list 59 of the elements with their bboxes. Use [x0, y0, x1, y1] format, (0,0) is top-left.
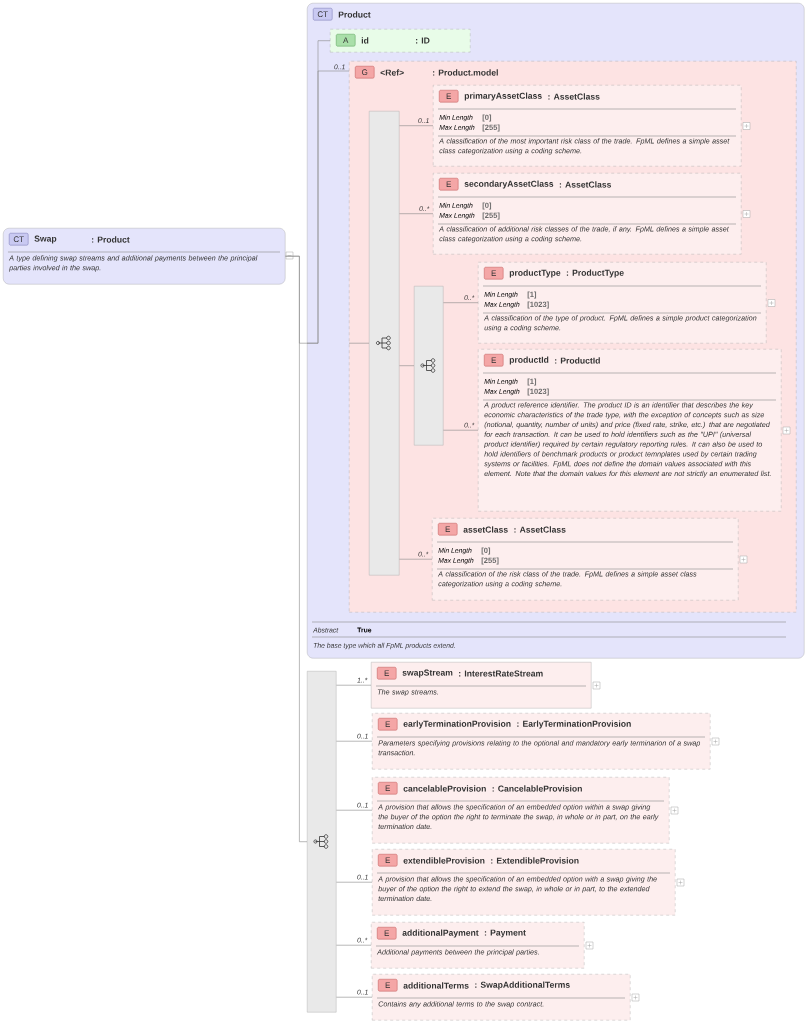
connector-line: [399, 213, 434, 214]
type-name: : AssetClass: [559, 181, 612, 188]
type-badge: E: [439, 90, 459, 103]
connector-line: [336, 996, 373, 998]
type-badge: E: [439, 178, 459, 191]
type-badge: E: [438, 523, 458, 536]
connector-line: [348, 342, 370, 344]
element-name: extendibleProvision: [403, 857, 485, 864]
element-name: secondaryAssetClass: [464, 180, 554, 189]
type-badge: E: [377, 927, 397, 940]
element-name: productId: [509, 356, 549, 365]
type-name: : AssetClass: [514, 526, 566, 533]
type-badge: E: [484, 354, 504, 367]
type-badge: E: [484, 267, 504, 280]
type-badge: G: [355, 66, 375, 79]
connector-line: [336, 809, 373, 811]
element-name: Swap: [34, 235, 57, 244]
type-badge: E: [378, 854, 398, 867]
type-badge: E: [378, 782, 398, 795]
type-name: : AssetClass: [548, 93, 600, 100]
type-name: : Product.model: [433, 69, 498, 76]
type-name: : InterestRateStream: [459, 670, 543, 677]
connector-line: [336, 944, 372, 946]
element-name: <Ref>: [380, 69, 404, 76]
element-name: productType: [509, 269, 561, 278]
element-name: additionalTerms: [403, 982, 469, 989]
element-name: primaryAssetClass: [464, 92, 542, 101]
connector-line: [306, 70, 350, 344]
element-name: earlyTerminationProvision: [403, 720, 511, 729]
type-badge: A: [336, 34, 356, 47]
element-name: cancelableProvision: [403, 785, 486, 792]
element-name: Product: [338, 11, 371, 18]
connector-line: [443, 302, 479, 303]
type-badge: E: [378, 979, 398, 992]
connector-line: [285, 255, 308, 842]
element-name: id: [361, 37, 369, 44]
type-badge: CT: [313, 8, 333, 21]
type-name: : EarlyTerminationProvision: [517, 720, 631, 729]
type-badge: E: [377, 667, 397, 680]
connector-line: [399, 125, 434, 126]
type-name: : SwapAdditionalTerms: [475, 981, 570, 990]
type-name: : CancelableProvision: [492, 785, 582, 792]
type-badge: E: [378, 718, 398, 731]
type-name: : Payment: [484, 929, 526, 938]
connector-line: [443, 429, 479, 431]
connector-line: [399, 558, 433, 560]
type-name: : ProductId: [555, 357, 600, 364]
connector-line: [336, 740, 373, 742]
connector-line: [399, 365, 415, 366]
connector-line: [336, 881, 373, 883]
element-name: swapStream: [402, 669, 453, 678]
element-name: additionalPayment: [402, 929, 479, 938]
type-name: : ID: [416, 37, 430, 44]
element-name: assetClass: [463, 526, 508, 533]
connector-line: [336, 684, 372, 686]
type-badge: CT: [9, 233, 29, 246]
type-name: : Product: [92, 236, 130, 243]
type-name: : ExtendibleProvision: [491, 857, 579, 864]
type-name: : ProductType: [566, 269, 624, 278]
